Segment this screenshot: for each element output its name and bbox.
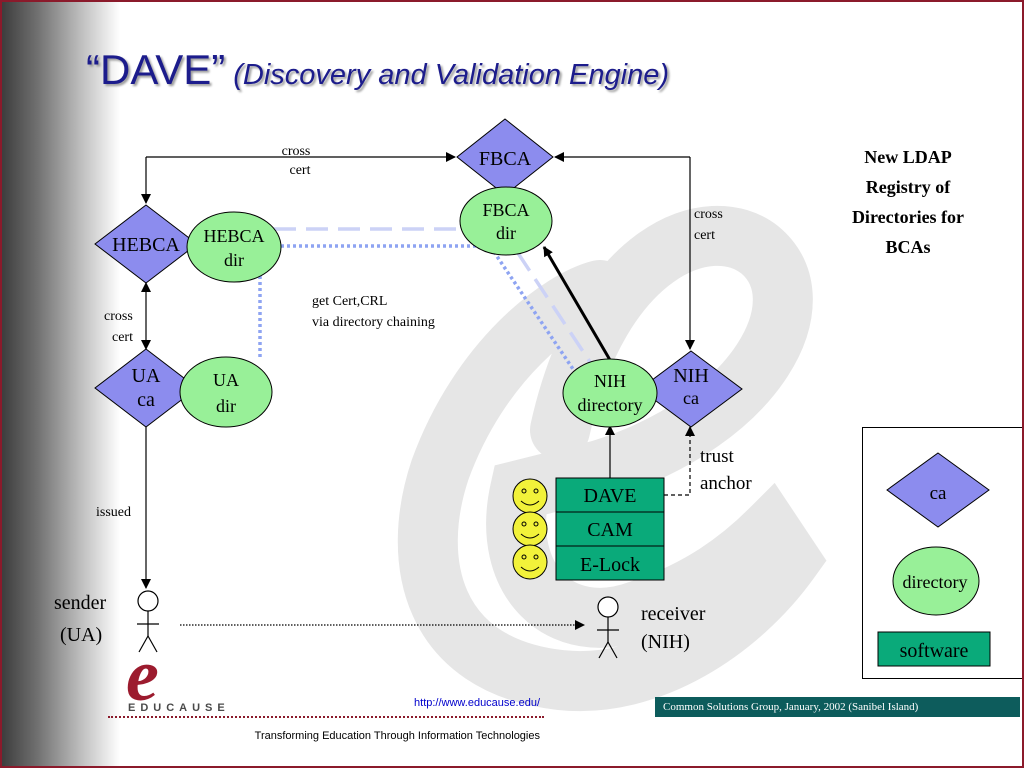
software-cam-label: CAM xyxy=(587,519,633,541)
legend-box xyxy=(862,427,1024,679)
receiver-label-1: receiver xyxy=(641,603,706,625)
legend-ca-label: ca xyxy=(930,483,947,504)
cross-cert-top-2: cert xyxy=(290,163,311,178)
cross-cert-top-1: cross xyxy=(282,144,311,159)
software-dave-label: DAVE xyxy=(584,485,637,507)
footer-dotted-rule xyxy=(108,716,544,718)
software-elock-label: E-Lock xyxy=(580,554,640,576)
trust-anchor-1: trust xyxy=(700,446,735,467)
new-ldap-line-2: Registry of xyxy=(866,177,951,197)
title-main: “DAVE” xyxy=(86,46,226,93)
smiley-icon xyxy=(512,478,548,514)
sender-person-icon xyxy=(137,590,159,653)
nih-directory-label-2: directory xyxy=(578,395,643,415)
slide-title: “DAVE”(Discovery and Validation Engine) xyxy=(86,46,669,94)
hebca-dir-label-2: dir xyxy=(224,250,244,270)
hebca-dir-ellipse xyxy=(186,211,282,283)
ua-ca-diamond xyxy=(94,348,198,428)
hebca-dir-label-1: HEBCA xyxy=(203,226,264,246)
fbca-dir-ellipse xyxy=(459,186,553,256)
ua-dir-label-1: UA xyxy=(213,370,239,390)
smiley-icon xyxy=(512,511,548,547)
educause-logo: e EDUCAUSE xyxy=(126,635,230,717)
sender-label-2: (UA) xyxy=(60,624,102,646)
receiver-person-icon xyxy=(597,596,619,659)
nih-directory-label-1: NIH xyxy=(594,371,626,391)
hebca-label: HEBCA xyxy=(112,234,180,256)
hebca-diamond xyxy=(94,204,198,284)
ua-dir-ellipse xyxy=(179,356,273,428)
cross-cert-right-2: cert xyxy=(694,228,715,243)
footer-url-link[interactable]: http://www.educause.edu/ xyxy=(414,697,540,709)
software-elock-box xyxy=(555,545,665,581)
fbca-label: FBCA xyxy=(479,148,532,170)
footer-credit-bar: Common Solutions Group, January, 2002 (S… xyxy=(655,697,1020,717)
new-ldap-line-1: New LDAP xyxy=(864,147,952,167)
legend-ca-diamond xyxy=(886,452,990,528)
get-cert-label-1: get Cert,CRL xyxy=(312,294,387,309)
legend-software-box xyxy=(877,631,991,667)
software-cam-box xyxy=(555,511,665,547)
trust-anchor-line xyxy=(664,426,695,496)
nih-directory-ellipse xyxy=(562,358,658,428)
nih-ca-diamond xyxy=(639,350,743,428)
nih-to-fbca-dir-line xyxy=(542,246,612,361)
cross-cert-left-2: cert xyxy=(112,330,133,345)
cross-cert-right-1: cross xyxy=(694,207,723,222)
nih-ca-label-1: NIH xyxy=(673,365,709,387)
footer-tagline: Transforming Education Through Informati… xyxy=(254,730,540,742)
new-ldap-line-3: Directories for xyxy=(852,207,964,227)
nih-ca-label-2: ca xyxy=(683,388,699,408)
fbca-dir-label-1: FBCA xyxy=(482,200,529,220)
new-ldap-line-4: BCAs xyxy=(885,237,930,257)
watermark-e xyxy=(397,205,827,712)
ua-ca-label-2: ca xyxy=(137,389,155,411)
trust-anchor-2: anchor xyxy=(700,473,752,494)
get-cert-label-2: via directory chaining xyxy=(312,315,435,330)
smiley-icon xyxy=(512,544,548,580)
chaining-dotted-line xyxy=(258,244,577,373)
cross-cert-left-1: cross xyxy=(104,309,133,324)
watermark-e-path xyxy=(397,205,827,712)
legend-directory-label: directory xyxy=(903,572,968,592)
sender-label-1: sender xyxy=(54,592,107,614)
title-subtitle: (Discovery and Validation Engine) xyxy=(233,59,669,91)
issued-label: issued xyxy=(96,505,131,520)
legend-software-label: software xyxy=(900,640,969,662)
educause-logo-name: EDUCAUSE xyxy=(128,702,230,714)
legend-directory-ellipse xyxy=(892,546,980,616)
ua-ca-label-1: UA xyxy=(132,365,161,387)
receiver-label-2: (NIH) xyxy=(641,631,690,653)
fbca-dir-label-2: dir xyxy=(496,223,516,243)
educause-logo-letter: e xyxy=(126,635,159,717)
ua-dir-label-2: dir xyxy=(216,396,236,416)
